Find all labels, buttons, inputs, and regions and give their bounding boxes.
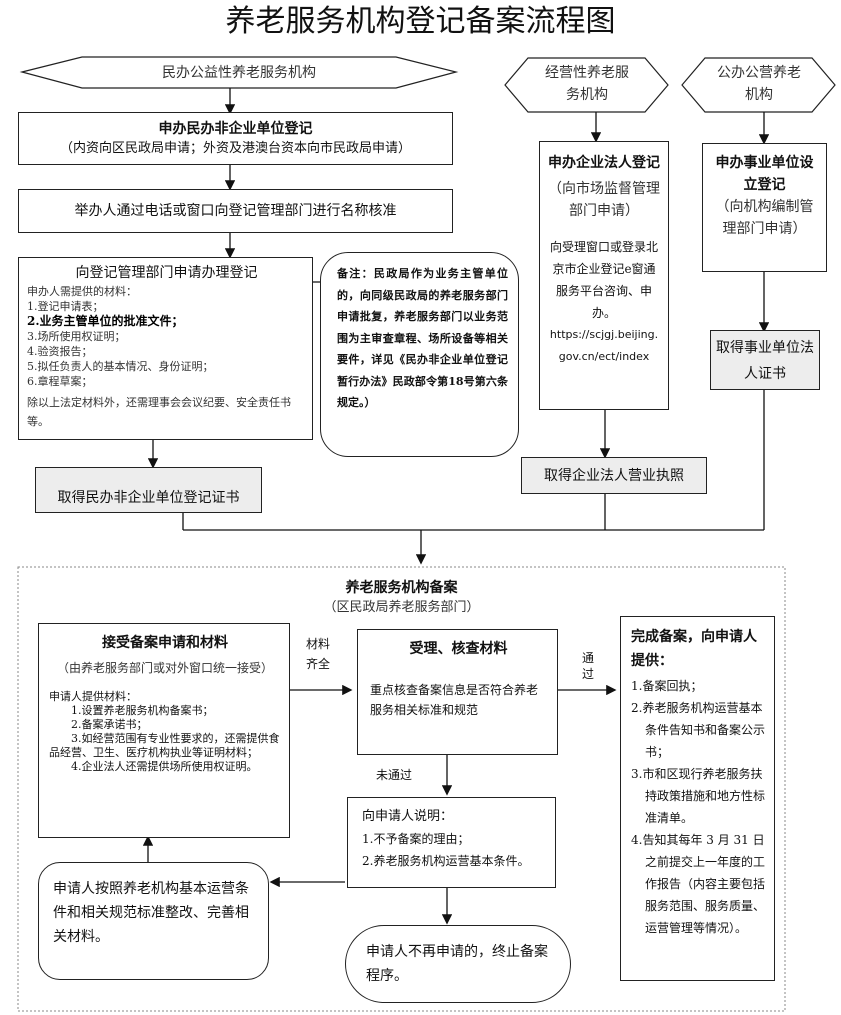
accept-sub: （由养老服务部门或对外窗口统一接受） [56,661,273,675]
box-enterprise-register: 申办企业法人登记 （向市场监督管理部门申请） 向受理窗口或登录北京市企业登记e窗… [539,141,669,410]
box-note: 备注：民政局作为业务主管单位的，向同级民政局的养老服务部门申请批复，养老服务部门… [320,252,519,457]
label-materials-complete: 材料 齐全 [300,634,336,674]
label-gongban-org: 公办公营养老机构 [717,65,801,103]
accept-line-3: 3.如经营范围有专业性要求的，还需提供食品经营、卫生、医疗机构执业等证明材料； [49,732,280,759]
accept-line-1: 1.设置养老服务机构备案书； [71,704,214,717]
explain-line-1: 2.养老服务机构运营基本条件。 [362,854,530,868]
apply-line-1: 1.登记申请表； [27,300,104,313]
apply-line-7: 除以上法定材料外，还需理事会会议纪要、安全责任书等。 [27,396,291,428]
enterprise-register-detail: 向受理窗口或登录北京市企业登记e窗通服务平台咨询、申办。 [549,240,658,320]
apply-line-5: 5.拟任负责人的基本情况、身份证明； [27,360,214,373]
apply-line-2: 2.业务主管单位的批准文件； [27,314,184,328]
box-register-minfei: 申办民办非企业单位登记 （内资向区民政局申请；外资及港澳台资本向市民政局申请） [18,112,453,165]
review-title: 受理、核查材料 [409,641,508,657]
box-result-institution: 取得事业单位法人证书 [710,330,820,390]
apply-line-6: 6.章程草案； [27,375,93,388]
box-result-minfei: 取得民办非企业单位登记证书 [35,467,262,513]
done-line-2: 3.市和区现行养老服务扶持政策措施和地方性标准清单。 [631,767,766,825]
institution-register-sub: （向机构编制管理部门申请） [715,199,814,237]
filing-section-border [17,566,786,1012]
label-jingying-org: 经营性养老服务机构 [545,65,629,103]
label-materials-1: 材料 [305,637,330,651]
label-pass-1: 通 [581,651,594,665]
accept-line-4: 4.企业法人还需提供场所使用权证明。 [71,760,258,773]
hexagon-gongban [681,57,836,113]
filing-title: 养老服务机构备案 [345,580,458,596]
review-text: 重点核查备案信息是否符合养老服务相关标准和规范 [370,683,539,717]
box-terminate: 申请人不再申请的，终止备案程序。 [345,925,571,1003]
label-pass: 通 过 [578,650,598,682]
hexagon-minban [19,56,459,89]
institution-register-title: 申办事业单位设立登记 [715,155,814,193]
box-accept-filing: 接受备案申请和材料 （由养老服务部门或对外窗口统一接受） 申请人提供材料： 1.… [38,623,290,838]
explain-line-0: 1.不予备案的理由； [362,832,470,846]
box-revise: 申请人按照养老机构基本运营条件和相关规范标准整改、完善相关材料。 [38,862,269,980]
done-line-1: 2.养老服务机构运营基本条件告知书和备案公示书； [631,701,766,759]
box-institution-register: 申办事业单位设立登记 （向机构编制管理部门申请） [702,143,827,272]
label-minban-org: 民办公益性养老服务机构 [162,65,316,81]
apply-line-3: 3.场所使用权证明； [27,330,126,343]
register-minfei-sub: （内资向区民政局申请；外资及港澳台资本向市民政局申请） [59,141,411,156]
explain-title: 向申请人说明： [362,809,454,824]
apply-register-title: 向登记管理部门申请办理登记 [75,265,258,281]
done-line-3: 4.告知其每年 3 月 31 日之前提交上一年度的工作报告（内容主要包括服务范围… [631,833,766,935]
accept-title: 接受备案申请和材料 [102,635,228,651]
accept-line-0: 申请人提供材料： [49,690,137,703]
page-title: 养老服务机构登记备案流程图 [225,4,616,39]
register-minfei-title: 申办民办非企业单位登记 [158,121,313,137]
label-pass-2: 过 [581,667,594,681]
apply-line-0: 申办人需提供的材料： [27,285,137,298]
enterprise-register-url: https://scjgj.beijing.gov.cn/ect/index [549,328,659,363]
apply-line-4: 4.验资报告； [27,345,93,358]
enterprise-register-sub: （向市场监督管理部门申请） [548,181,660,219]
label-not-pass: 未通过 [376,768,413,782]
done-line-0: 1.备案回执； [631,679,703,693]
box-name-check: 举办人通过电话或窗口向登记管理部门进行名称核准 [18,189,453,233]
box-review: 受理、核查材料 重点核查备案信息是否符合养老服务相关标准和规范 [357,629,558,755]
box-explain: 向申请人说明： 1.不予备案的理由； 2.养老服务机构运营基本条件。 [347,797,556,888]
done-title: 完成备案，向申请人提供： [631,629,757,669]
box-result-enterprise: 取得企业法人营业执照 [521,457,707,494]
label-materials-2: 齐全 [305,657,330,671]
box-filing-complete: 完成备案，向申请人提供： 1.备案回执； 2.养老服务机构运营基本条件告知书和备… [620,616,775,981]
box-apply-register: 向登记管理部门申请办理登记 申办人需提供的材料： 1.登记申请表； 2.业务主管… [18,257,313,440]
filing-sub: （区民政局养老服务部门） [323,600,480,615]
accept-line-2: 2.备案承诺书； [71,718,148,731]
enterprise-register-title: 申办企业法人登记 [548,155,660,171]
hexagon-jingying [504,57,669,113]
